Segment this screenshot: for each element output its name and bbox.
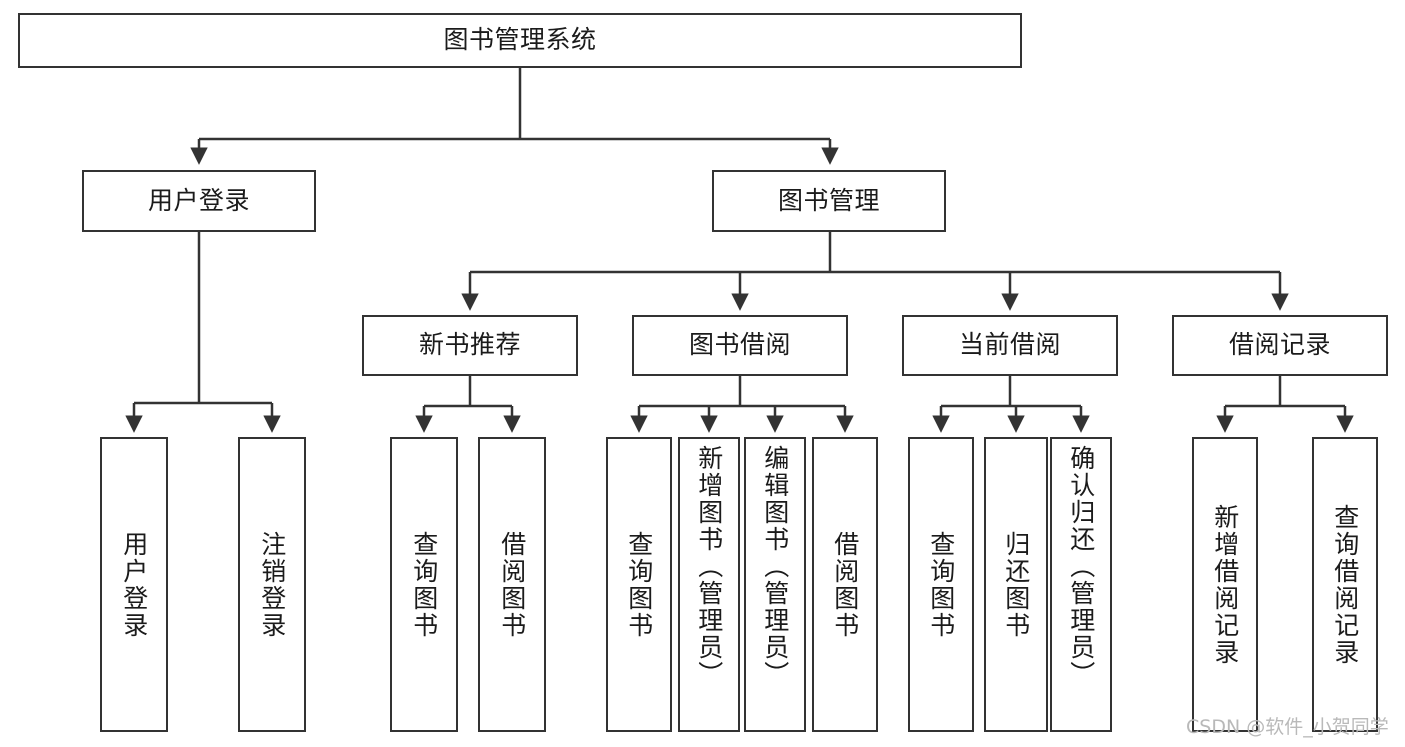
node-book-borrow[interactable]: 图书借阅 xyxy=(632,315,848,376)
leaf-add-borrow-record[interactable]: 新增借阅记录 xyxy=(1192,437,1258,732)
leaf-logout-login[interactable]: 注销登录 xyxy=(238,437,306,732)
csdn-watermark: CSDN @软件_小贺同学 xyxy=(1186,716,1389,738)
node-current-borrow[interactable]: 当前借阅 xyxy=(902,315,1118,376)
node-borrow-record[interactable]: 借阅记录 xyxy=(1172,315,1388,376)
leaf-user-login[interactable]: 用户登录 xyxy=(100,437,168,732)
node-new-book-recommend[interactable]: 新书推荐 xyxy=(362,315,578,376)
leaf-query-borrow-record[interactable]: 查询借阅记录 xyxy=(1312,437,1378,732)
leaf-borrow-book-2[interactable]: 借阅图书 xyxy=(812,437,878,732)
leaf-add-book-admin[interactable]: 新增图书（管理员） xyxy=(678,437,740,732)
leaf-query-book-2[interactable]: 查询图书 xyxy=(606,437,672,732)
node-book-manage[interactable]: 图书管理 xyxy=(712,170,946,232)
leaf-query-book-1[interactable]: 查询图书 xyxy=(390,437,458,732)
leaf-return-book[interactable]: 归还图书 xyxy=(984,437,1048,732)
leaf-query-book-3[interactable]: 查询图书 xyxy=(908,437,974,732)
leaf-confirm-return-admin[interactable]: 确认归还（管理员） xyxy=(1050,437,1112,732)
leaf-borrow-book-1[interactable]: 借阅图书 xyxy=(478,437,546,732)
node-root[interactable]: 图书管理系统 xyxy=(18,13,1022,68)
node-user-login[interactable]: 用户登录 xyxy=(82,170,316,232)
leaf-edit-book-admin[interactable]: 编辑图书（管理员） xyxy=(744,437,806,732)
